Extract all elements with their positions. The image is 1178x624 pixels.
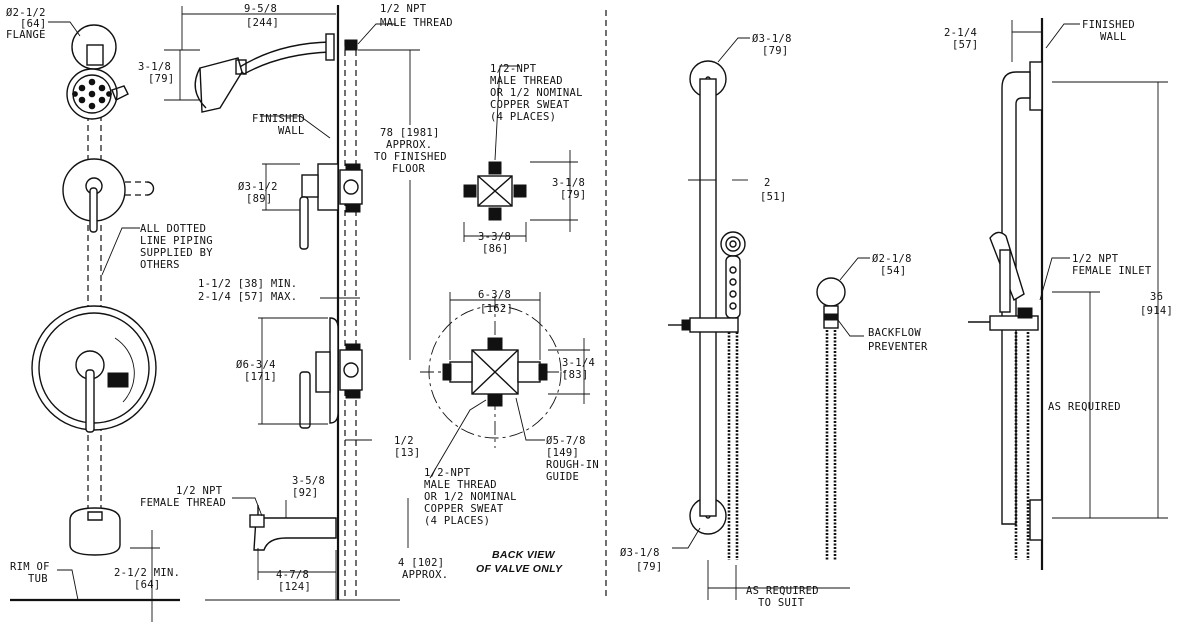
valve-top-note-1: 1/2-NPT <box>490 63 537 75</box>
bar-length-mm-label: [914] <box>1140 305 1173 317</box>
flange-label: FLANGE <box>6 29 46 41</box>
npt-male-top-label-2: MALE THREAD <box>380 17 453 29</box>
valve-back-height-label: 3-1/4 <box>562 357 595 369</box>
bar-top-mm-label: [79] <box>762 45 789 57</box>
spout-min-mm-label: [64] <box>134 579 161 591</box>
backflow-label-1: BACKFLOW <box>868 327 921 339</box>
side-finished-wall-label-1: FINISHED <box>1082 19 1135 31</box>
backflow-dia-label: Ø2-1/8 <box>872 253 912 265</box>
valve-small-mm-label: [89] <box>246 193 273 205</box>
slide-bar-side-view <box>968 18 1168 570</box>
height-label-4: FLOOR <box>392 163 425 175</box>
flange-dia-label: Ø2-1/2 <box>6 7 46 19</box>
valve-back-note-5: (4 PLACES) <box>424 515 490 527</box>
as-required-to-suit-label-2: TO SUIT <box>758 597 805 609</box>
arm-length-label: 9-5/8 <box>244 3 277 15</box>
valve-back-note-1: 1/2-NPT <box>424 467 471 479</box>
rough-in-guide-label-1: Ø5-7/8 <box>546 435 586 447</box>
valve-top-width-label: 3-3/8 <box>478 231 511 243</box>
dotted-piping-label-3: SUPPLIED BY <box>140 247 213 259</box>
rough-in-guide-label-4: GUIDE <box>546 471 579 483</box>
dotted-piping-label-1: ALL DOTTED <box>140 223 206 235</box>
height-label-2: APPROX. <box>386 139 432 151</box>
spout-min-label: 2-1/2 MIN. <box>114 567 180 579</box>
valve-top-height-mm-label: [79] <box>560 189 587 201</box>
valve-big-mm-label: [171] <box>244 371 277 383</box>
valve-back-height-mm-label: [83] <box>562 369 589 381</box>
npt-male-top-label-1: 1/2 NPT <box>380 3 427 15</box>
half-inch-label: 1/2 <box>394 435 414 447</box>
head-height-mm-label: [79] <box>148 73 175 85</box>
spout-height-mm-label: [92] <box>292 487 319 499</box>
female-inlet-label-2: FEMALE INLET <box>1072 265 1152 277</box>
slide-bar-front-view <box>668 37 850 600</box>
front-elevation-view <box>10 21 180 622</box>
valve-top-note-2: MALE THREAD <box>490 75 563 87</box>
valve-back-view <box>420 10 607 600</box>
npt-female-label-2: FEMALE THREAD <box>140 497 226 509</box>
backflow-label-2: PREVENTER <box>868 341 928 353</box>
dotted-piping-label-4: OTHERS <box>140 259 180 271</box>
bar-offset-label: 2 <box>764 177 771 189</box>
four-inch-label-2: APPROX. <box>402 569 448 581</box>
height-label-3: TO FINISHED <box>374 151 447 163</box>
finished-wall-label-1: FINISHED <box>252 113 305 125</box>
backflow-mm-label: [54] <box>880 265 907 277</box>
valve-back-width-mm-label: [162] <box>480 303 513 315</box>
dotted-piping-label-2: LINE PIPING <box>140 235 213 247</box>
labels: Ø2-1/2 [64] FLANGE 9-5/8 [244] 1/2 NPT M… <box>6 3 1173 609</box>
npt-female-label-1: 1/2 NPT <box>176 485 223 497</box>
valve-top-note-5: (4 PLACES) <box>490 111 556 123</box>
as-required-to-suit-label-1: AS REQUIRED <box>746 585 819 597</box>
rough-in-guide-label-3: ROUGH-IN <box>546 459 599 471</box>
depth-min-label: 1-1/2 [38] MIN. <box>198 278 297 290</box>
rim-of-tub-label-2: TUB <box>28 573 48 585</box>
four-inch-label-1: 4 [102] <box>398 557 444 569</box>
arm-length-mm-label: [244] <box>246 17 279 29</box>
bar-top-dia-label: Ø3-1/8 <box>752 33 792 45</box>
valve-big-dia-label: Ø6-3/4 <box>236 359 276 371</box>
spout-height-label: 3-5/8 <box>292 475 325 487</box>
back-view-title-2: OF VALVE ONLY <box>476 563 563 575</box>
valve-top-note-4: COPPER SWEAT <box>490 99 570 111</box>
spout-length-mm-label: [124] <box>278 581 311 593</box>
side-wall-dim-mm-label: [57] <box>952 39 979 51</box>
valve-back-note-4: COPPER SWEAT <box>424 503 504 515</box>
valve-small-dia-label: Ø3-1/2 <box>238 181 278 193</box>
valve-top-height-label: 3-1/8 <box>552 177 585 189</box>
rim-of-tub-label-1: RIM OF <box>10 561 50 573</box>
valve-top-width-mm-label: [86] <box>482 243 509 255</box>
valve-top-note-3: OR 1/2 NOMINAL <box>490 87 583 99</box>
valve-back-width-label: 6-3/8 <box>478 289 511 301</box>
valve-back-note-3: OR 1/2 NOMINAL <box>424 491 517 503</box>
height-label-1: 78 [1981] <box>380 127 440 139</box>
as-required-label: AS REQUIRED <box>1048 401 1121 413</box>
side-wall-dim-label: 2-1/4 <box>944 27 977 39</box>
valve-back-note-2: MALE THREAD <box>424 479 497 491</box>
bar-bottom-dia-label: Ø3-1/8 <box>620 547 660 559</box>
spout-length-label: 4-7/8 <box>276 569 309 581</box>
side-finished-wall-label-2: WALL <box>1100 31 1127 43</box>
flange-mm-label: [64] <box>20 18 47 30</box>
side-elevation-view <box>164 5 420 601</box>
rough-in-guide-label-2: [149] <box>546 447 579 459</box>
back-view-title-1: BACK VIEW <box>492 549 556 561</box>
female-inlet-label-1: 1/2 NPT <box>1072 253 1119 265</box>
half-inch-mm-label: [13] <box>394 447 421 459</box>
depth-max-label: 2-1/4 [57] MAX. <box>198 291 297 303</box>
hose-backflow-view <box>816 257 870 560</box>
head-height-label: 3-1/8 <box>138 61 171 73</box>
bar-offset-mm-label: [51] <box>760 191 787 203</box>
bar-bottom-mm-label: [79] <box>636 561 663 573</box>
bar-length-label: 36 <box>1150 291 1163 303</box>
finished-wall-label-2: WALL <box>278 125 305 137</box>
